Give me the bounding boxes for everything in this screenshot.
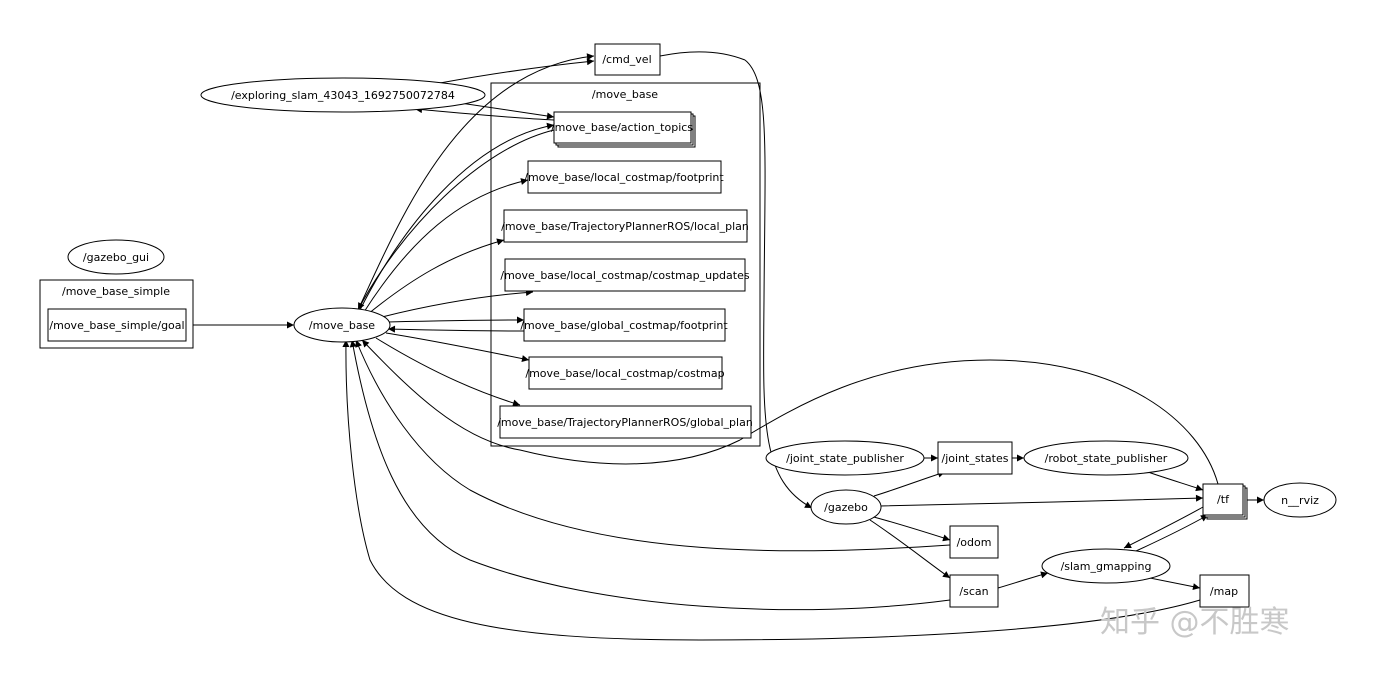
node-slam-gmapping-label: /slam_gmapping [1061, 560, 1152, 573]
node-move-base[interactable]: /move_base [293, 307, 391, 343]
node-costmap-updates[interactable]: /move_base/local_costmap/costmap_updates [500, 258, 750, 292]
edge-odom-to-move-base [355, 339, 951, 552]
node-exploring-slam[interactable]: /exploring_slam_43043_1692750072784 [200, 77, 486, 113]
edge-action-topics-to-exploring [414, 106, 555, 121]
node-odom[interactable]: /odom [949, 525, 999, 559]
node-tf[interactable]: /tf [1202, 483, 1248, 520]
edge-move-base-to-action-topics [359, 122, 555, 311]
node-cmd-vel[interactable]: /cmd_vel [594, 43, 661, 76]
edge-move-base-to-local-costmap [385, 332, 530, 363]
node-exploring-slam-label: /exploring_slam_43043_1692750072784 [231, 89, 455, 102]
node-rviz-label: n__rviz [1281, 494, 1319, 507]
cluster-move-base-simple-label: /move_base_simple [62, 285, 170, 298]
node-joint-states[interactable]: /joint_states [937, 441, 1013, 475]
edge-exploring-to-cmdvel [439, 58, 595, 84]
edges [192, 51, 1264, 641]
edge-action-topics-to-move-base [357, 129, 555, 311]
node-local-plan[interactable]: /move_base/TrajectoryPlannerROS/local_pl… [501, 209, 749, 243]
node-action-topics[interactable]: /move_base/action_topics [551, 111, 696, 148]
edge-global-footprint-to-move-base [387, 325, 525, 333]
node-local-plan-label: /move_base/TrajectoryPlannerROS/local_pl… [501, 220, 749, 233]
cluster-move-base-label: /move_base [592, 88, 658, 101]
node-local-footprint[interactable]: /move_base/local_costmap/footprint [524, 160, 724, 194]
node-local-costmap-label: /move_base/local_costmap/costmap [525, 367, 724, 380]
node-action-topics-label: /move_base/action_topics [551, 121, 693, 134]
node-rviz[interactable]: n__rviz [1263, 482, 1337, 518]
node-global-footprint[interactable]: /move_base/global_costmap/footprint [520, 308, 728, 342]
node-gazebo-gui[interactable]: /gazebo_gui [67, 239, 165, 275]
edge-scan-to-slam [997, 571, 1049, 589]
node-map[interactable]: /map [1199, 574, 1250, 608]
node-scan-label: /scan [959, 585, 988, 598]
watermark-text: 知乎 @不胜寒 [1100, 605, 1290, 640]
node-map-label: /map [1210, 585, 1238, 598]
node-global-plan[interactable]: /move_base/TrajectoryPlannerROS/global_p… [497, 405, 753, 439]
node-joint-state-publisher[interactable]: /joint_state_publisher [765, 440, 925, 476]
node-global-plan-label: /move_base/TrajectoryPlannerROS/global_p… [497, 416, 753, 429]
edge-tf-to-move-base-upper [739, 359, 1219, 485]
node-global-footprint-label: /move_base/global_costmap/footprint [520, 319, 728, 332]
node-move-base-simple-goal-label: /move_base_simple/goal [49, 319, 184, 332]
node-local-costmap[interactable]: /move_base/local_costmap/costmap [525, 356, 725, 390]
node-scan[interactable]: /scan [949, 574, 999, 608]
node-robot-state-publisher-label: /robot_state_publisher [1045, 452, 1168, 465]
node-odom-label: /odom [957, 536, 992, 549]
edge-move-base-to-local-footprint [363, 178, 529, 313]
edge-gazebo-to-odom [869, 515, 951, 542]
edge-cmdvel-to-gazebo-a [659, 51, 746, 61]
node-costmap-updates-label: /move_base/local_costmap/costmap_updates [500, 269, 749, 282]
edge-gazebo-to-tf [879, 494, 1204, 507]
node-cmd-vel-label: /cmd_vel [602, 53, 651, 66]
node-gazebo-gui-label: /gazebo_gui [83, 251, 149, 264]
node-gazebo[interactable]: /gazebo [810, 489, 882, 525]
edge-move-base-to-costmap-updates [381, 289, 534, 318]
edge-map-to-move-base [342, 339, 1201, 641]
node-move-base-label: /move_base [309, 319, 375, 332]
edge-move-base-to-global-plan [375, 337, 521, 407]
edge-scan-to-move-base [349, 339, 951, 611]
node-robot-state-publisher[interactable]: /robot_state_publisher [1023, 440, 1189, 476]
edge-gazebo-to-joint-states [873, 470, 946, 497]
node-joint-state-publisher-label: /joint_state_publisher [786, 452, 904, 465]
edge-move-base-to-cmdvel [357, 53, 595, 311]
cluster-move-base-simple: /move_base_simple [39, 279, 194, 349]
node-tf-label: /tf [1217, 493, 1230, 506]
edge-slam-to-tf [1135, 514, 1209, 552]
node-joint-states-label: /joint_states [942, 452, 1009, 465]
edge-move-base-to-global-footprint [387, 316, 525, 324]
node-move-base-simple-goal[interactable]: /move_base_simple/goal [47, 308, 187, 342]
node-slam-gmapping[interactable]: /slam_gmapping [1041, 548, 1171, 584]
edge-move-base-to-local-plan [367, 238, 505, 315]
edge-tf-to-slam [1123, 506, 1204, 549]
edge-cmdvel-to-gazebo-b [744, 59, 813, 509]
node-local-footprint-label: /move_base/local_costmap/footprint [524, 171, 724, 184]
edge-gazebo-to-scan [869, 519, 951, 579]
edge-tf-to-move-base [361, 339, 741, 465]
edge-rsp-to-tf [1144, 470, 1204, 492]
node-gazebo-label: /gazebo [824, 501, 868, 514]
cluster-move-base: /move_base [490, 82, 761, 447]
